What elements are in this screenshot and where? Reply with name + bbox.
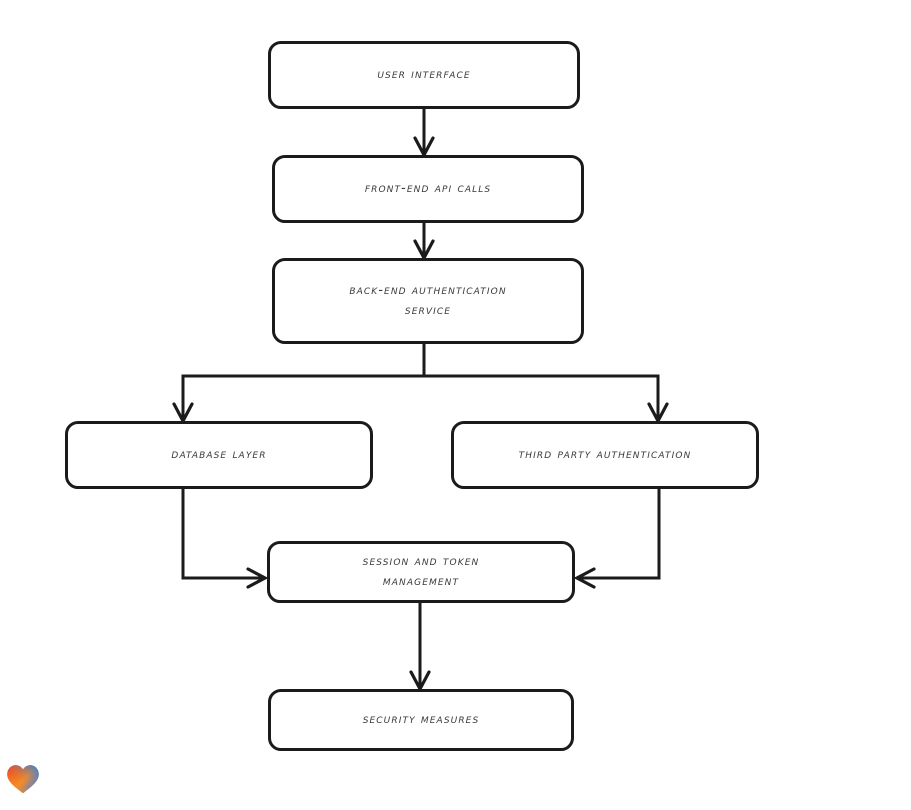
edge-backend-to-thirdparty <box>424 374 669 423</box>
node-security-measures-label: Security Measures <box>362 711 480 727</box>
node-front-end-api-calls-label: Front-End API Calls <box>364 180 492 196</box>
node-user-interface[interactable]: User Interface <box>268 41 580 109</box>
node-third-party-authentication[interactable]: Third Party Authentication <box>451 421 759 489</box>
node-session-and-token-management[interactable]: Session and Token Management <box>267 541 575 603</box>
node-third-party-authentication-label: Third Party Authentication <box>518 446 692 462</box>
edge-session-to-security <box>409 603 431 691</box>
node-back-end-authentication-service[interactable]: Back-End Authentication Service <box>272 258 584 344</box>
node-database-layer[interactable]: Database Layer <box>65 421 373 489</box>
node-front-end-api-calls[interactable]: Front-End API Calls <box>272 155 584 223</box>
node-security-measures[interactable]: Security Measures <box>268 689 574 751</box>
edge-thirdparty-to-session <box>575 489 661 589</box>
node-back-end-authentication-service-label: Back-End Authentication Service <box>349 282 507 318</box>
heart-icon <box>7 765 39 794</box>
edge-api-to-backend <box>413 223 435 260</box>
node-session-and-token-management-label: Session and Token Management <box>362 553 480 589</box>
edge-database-to-session <box>181 489 267 589</box>
node-database-layer-label: Database Layer <box>171 446 267 462</box>
node-user-interface-label: User Interface <box>377 66 471 82</box>
edge-backend-to-database <box>172 344 426 423</box>
edge-ui-to-api <box>413 109 435 157</box>
